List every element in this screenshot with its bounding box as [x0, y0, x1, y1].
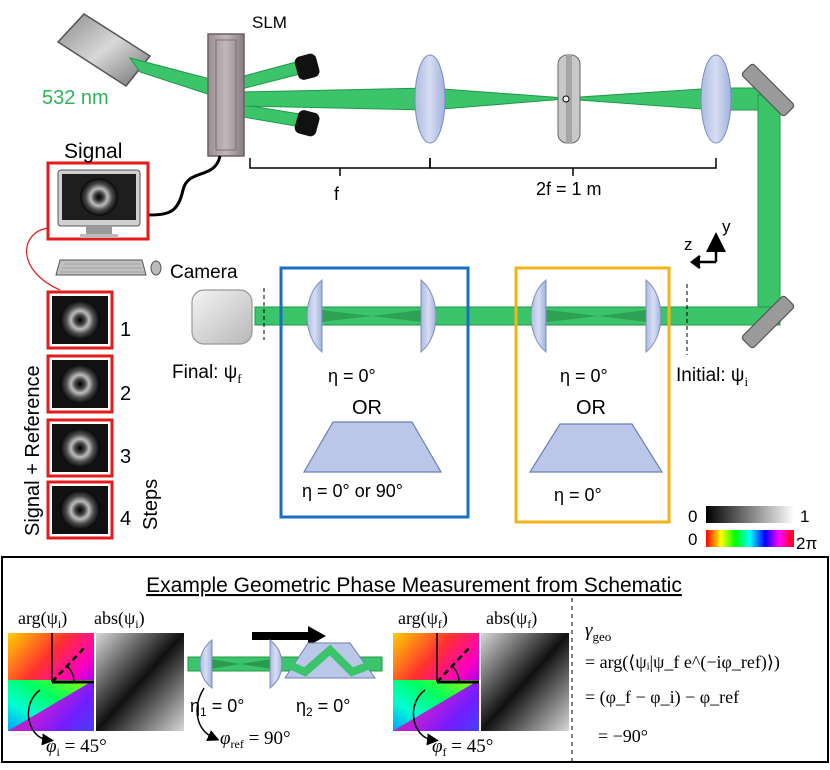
slm-label: SLM — [252, 13, 287, 32]
yellow-eta-top: η = 0° — [560, 366, 608, 386]
step-image-2 — [46, 354, 114, 414]
blue-lens-right — [420, 278, 437, 354]
mini-propagation-arrow — [252, 626, 326, 646]
mirror-top — [741, 63, 795, 117]
final-label: Final: ψf — [172, 362, 242, 386]
axis-y-label: y — [722, 217, 731, 236]
step-image-1 — [46, 290, 114, 350]
phi-i-arrow — [27, 689, 54, 746]
mini-prism-beam — [283, 644, 377, 677]
step-number-3: 3 — [120, 446, 131, 468]
phi-ref-label: φref = 90° — [220, 728, 291, 751]
mouse — [150, 260, 162, 276]
laser-wavelength-label: 532 nm — [42, 87, 109, 109]
blue-eta-top: η = 0° — [328, 366, 376, 386]
step-number-1: 1 — [120, 319, 131, 341]
focal-label: f — [334, 184, 340, 204]
blue-lens-left — [306, 278, 323, 354]
phi-f-arrow — [412, 689, 439, 746]
mini-lens-right — [269, 638, 283, 690]
yellow-lens-left — [530, 278, 547, 354]
example-title: Example Geometric Phase Measurement from… — [146, 574, 682, 597]
axis-indicator — [689, 232, 726, 269]
focal-bracket — [249, 158, 717, 176]
reference-connector — [26, 227, 61, 291]
focus-cone-blue-2 — [372, 309, 430, 323]
lens-2 — [700, 54, 732, 144]
camera — [191, 289, 253, 345]
gamma-label: γgeo — [585, 620, 611, 644]
yellow-or: OR — [576, 397, 606, 419]
laser — [56, 13, 152, 87]
lens-1 — [414, 54, 446, 144]
equation-line-3: = −90° — [598, 726, 648, 746]
abs-i-label: abs(ψi) — [94, 608, 145, 631]
focus-cone-yellow — [540, 309, 598, 323]
axis-z-label: z — [684, 235, 693, 254]
blue-eta-bottom: η = 0° or 90° — [302, 481, 403, 501]
arg-i-phase-map — [8, 633, 94, 731]
step-image-3 — [46, 418, 114, 478]
yellow-eta-bottom: η = 0° — [554, 485, 602, 505]
beam-vertical — [757, 94, 781, 318]
signal-label: Signal — [64, 140, 122, 163]
slm — [207, 33, 245, 157]
equation-line-2: = (φ_f − φ_i) − φ_ref — [585, 687, 739, 708]
abs-i-amplitude-map — [96, 633, 184, 731]
steps-label: Steps — [140, 479, 162, 530]
step-number-4: 4 — [120, 508, 131, 530]
pinhole — [557, 54, 581, 144]
eta1-label: η1 = 0° — [190, 696, 244, 719]
yellow-option-box — [514, 266, 671, 524]
step-number-2: 2 — [120, 383, 131, 405]
phi-i-label: φi = 45° — [46, 736, 107, 759]
laser-beam-input — [128, 57, 215, 97]
intensity-min-label: 0 — [688, 507, 697, 526]
arg-f-phase-map — [393, 633, 479, 731]
blue-dove-prism — [302, 421, 443, 473]
colorbars — [706, 506, 794, 547]
main-beam-2 — [429, 87, 566, 111]
initial-label: Initial: ψi — [676, 365, 748, 389]
yellow-lens-right — [645, 278, 662, 354]
signal-monitor — [46, 161, 150, 241]
mini-lens-left — [199, 638, 213, 690]
steps-side-label: Signal + Reference — [22, 365, 44, 536]
eta2-label: η2 = 0° — [296, 696, 350, 719]
intensity-max-label: 1 — [800, 507, 809, 526]
beam-dump-bottom — [294, 110, 320, 137]
step-image-4 — [46, 480, 114, 540]
yellow-dove-prism — [528, 423, 664, 473]
slm-cable — [147, 155, 222, 217]
example-panel — [1, 556, 829, 763]
mini-focus-cone — [210, 659, 272, 669]
phi-ref-arrow — [196, 687, 220, 742]
main-beam-1 — [239, 87, 431, 111]
phase-min-label: 0 — [688, 530, 697, 549]
phi-f-label: φf = 45° — [432, 736, 493, 759]
camera-label: Camera — [170, 262, 238, 283]
intensity-colorbar — [706, 506, 794, 523]
abs-f-label: abs(ψf) — [486, 608, 537, 631]
beam-dump-top — [294, 53, 320, 80]
step-images — [46, 290, 114, 540]
phase-colorbar — [706, 530, 794, 547]
keyboard — [55, 259, 147, 276]
mirror-bottom — [741, 295, 795, 349]
blue-or: OR — [352, 397, 382, 419]
distance-label: 2f = 1 m — [536, 179, 602, 199]
focus-cone-yellow-2 — [598, 309, 654, 323]
arg-f-label: arg(ψf) — [398, 608, 448, 631]
blue-option-box — [279, 266, 470, 519]
focus-cone-blue — [312, 309, 372, 323]
equation-line-1: = arg(⟨ψᵢ|ψ_f e^(−iφ_ref)⟩) — [585, 652, 780, 673]
phase-max-label: 2π — [796, 534, 817, 553]
main-beam-3 — [564, 87, 717, 111]
abs-f-amplitude-map — [481, 633, 569, 731]
arg-i-label: arg(ψi) — [18, 608, 67, 631]
